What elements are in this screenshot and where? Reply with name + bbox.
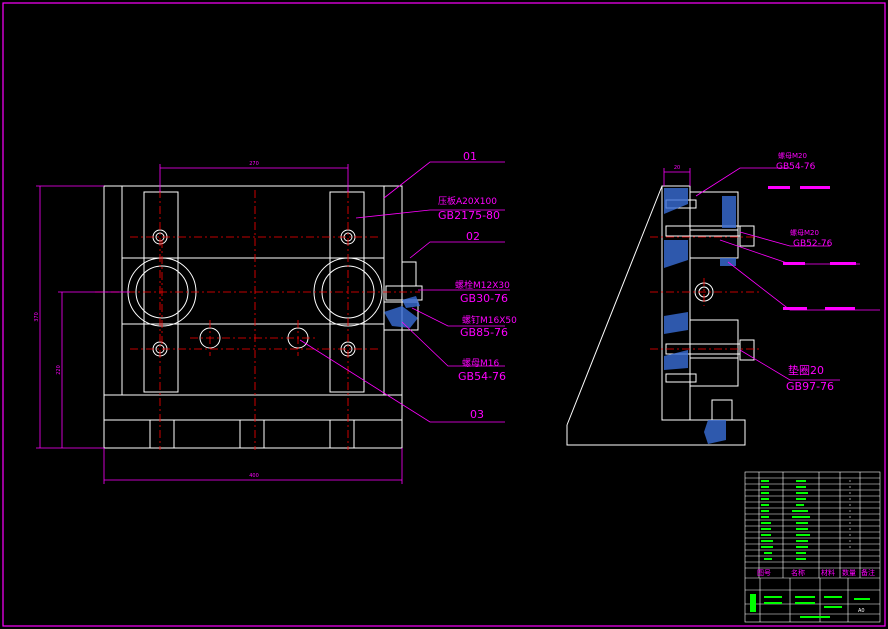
callout-nut12-std: GB52-76 [793, 239, 833, 249]
callout-stud-std: GB85-76 [460, 326, 508, 339]
tb-scale: A0 [858, 608, 865, 614]
tb-header-drawing-no: 图号 [757, 569, 771, 577]
callout-01: 01 [463, 150, 477, 163]
callout-nut-std: GB54-76 [458, 370, 506, 383]
dim-220: 220 [56, 365, 62, 375]
callout-nut20: 螺母M20 [778, 151, 807, 160]
title-block [744, 471, 881, 623]
tb-header-material: 材料 [821, 568, 835, 577]
dim-370: 370 [34, 312, 40, 322]
side-view-labels-green [768, 186, 856, 310]
callout-bolt-std: GB30-76 [460, 292, 508, 305]
callout-stud: 螺钉M16X50 [462, 315, 517, 326]
front-view-dimensions [36, 164, 403, 484]
front-view-centerlines [95, 190, 420, 450]
front-view [103, 185, 423, 449]
side-view-dimensions [663, 168, 691, 186]
callout-nut: 螺母M16 [462, 358, 499, 369]
front-view-leaders [299, 161, 510, 423]
side-view-hatch [664, 188, 736, 444]
callout-nut20-std: GB54-76 [776, 162, 816, 172]
callout-03: 03 [470, 408, 484, 421]
side-view-centerlines [650, 236, 760, 350]
callout-02: 02 [466, 230, 480, 243]
callout-pressing-plate: 压板A20X100 [438, 195, 497, 207]
callout-bolt: 螺栓M12X30 [455, 279, 510, 291]
dim-270: 270 [249, 161, 259, 167]
callout-nut12: 螺母M20 [790, 228, 819, 237]
callout-washer-std: GB97-76 [786, 380, 834, 393]
callout-pressing-plate-std: GB2175-80 [438, 209, 500, 222]
callout-washer: 垫圈20 [788, 363, 824, 377]
front-view-hatch [384, 296, 420, 328]
tb-header-name: 名称 [791, 568, 805, 577]
title-block-fill [750, 480, 870, 618]
tb-header-qty: 数量 [842, 568, 856, 577]
side-dim-20: 20 [674, 165, 680, 171]
dim-400: 400 [249, 473, 259, 479]
tb-header-remark: 备注 [861, 568, 875, 577]
